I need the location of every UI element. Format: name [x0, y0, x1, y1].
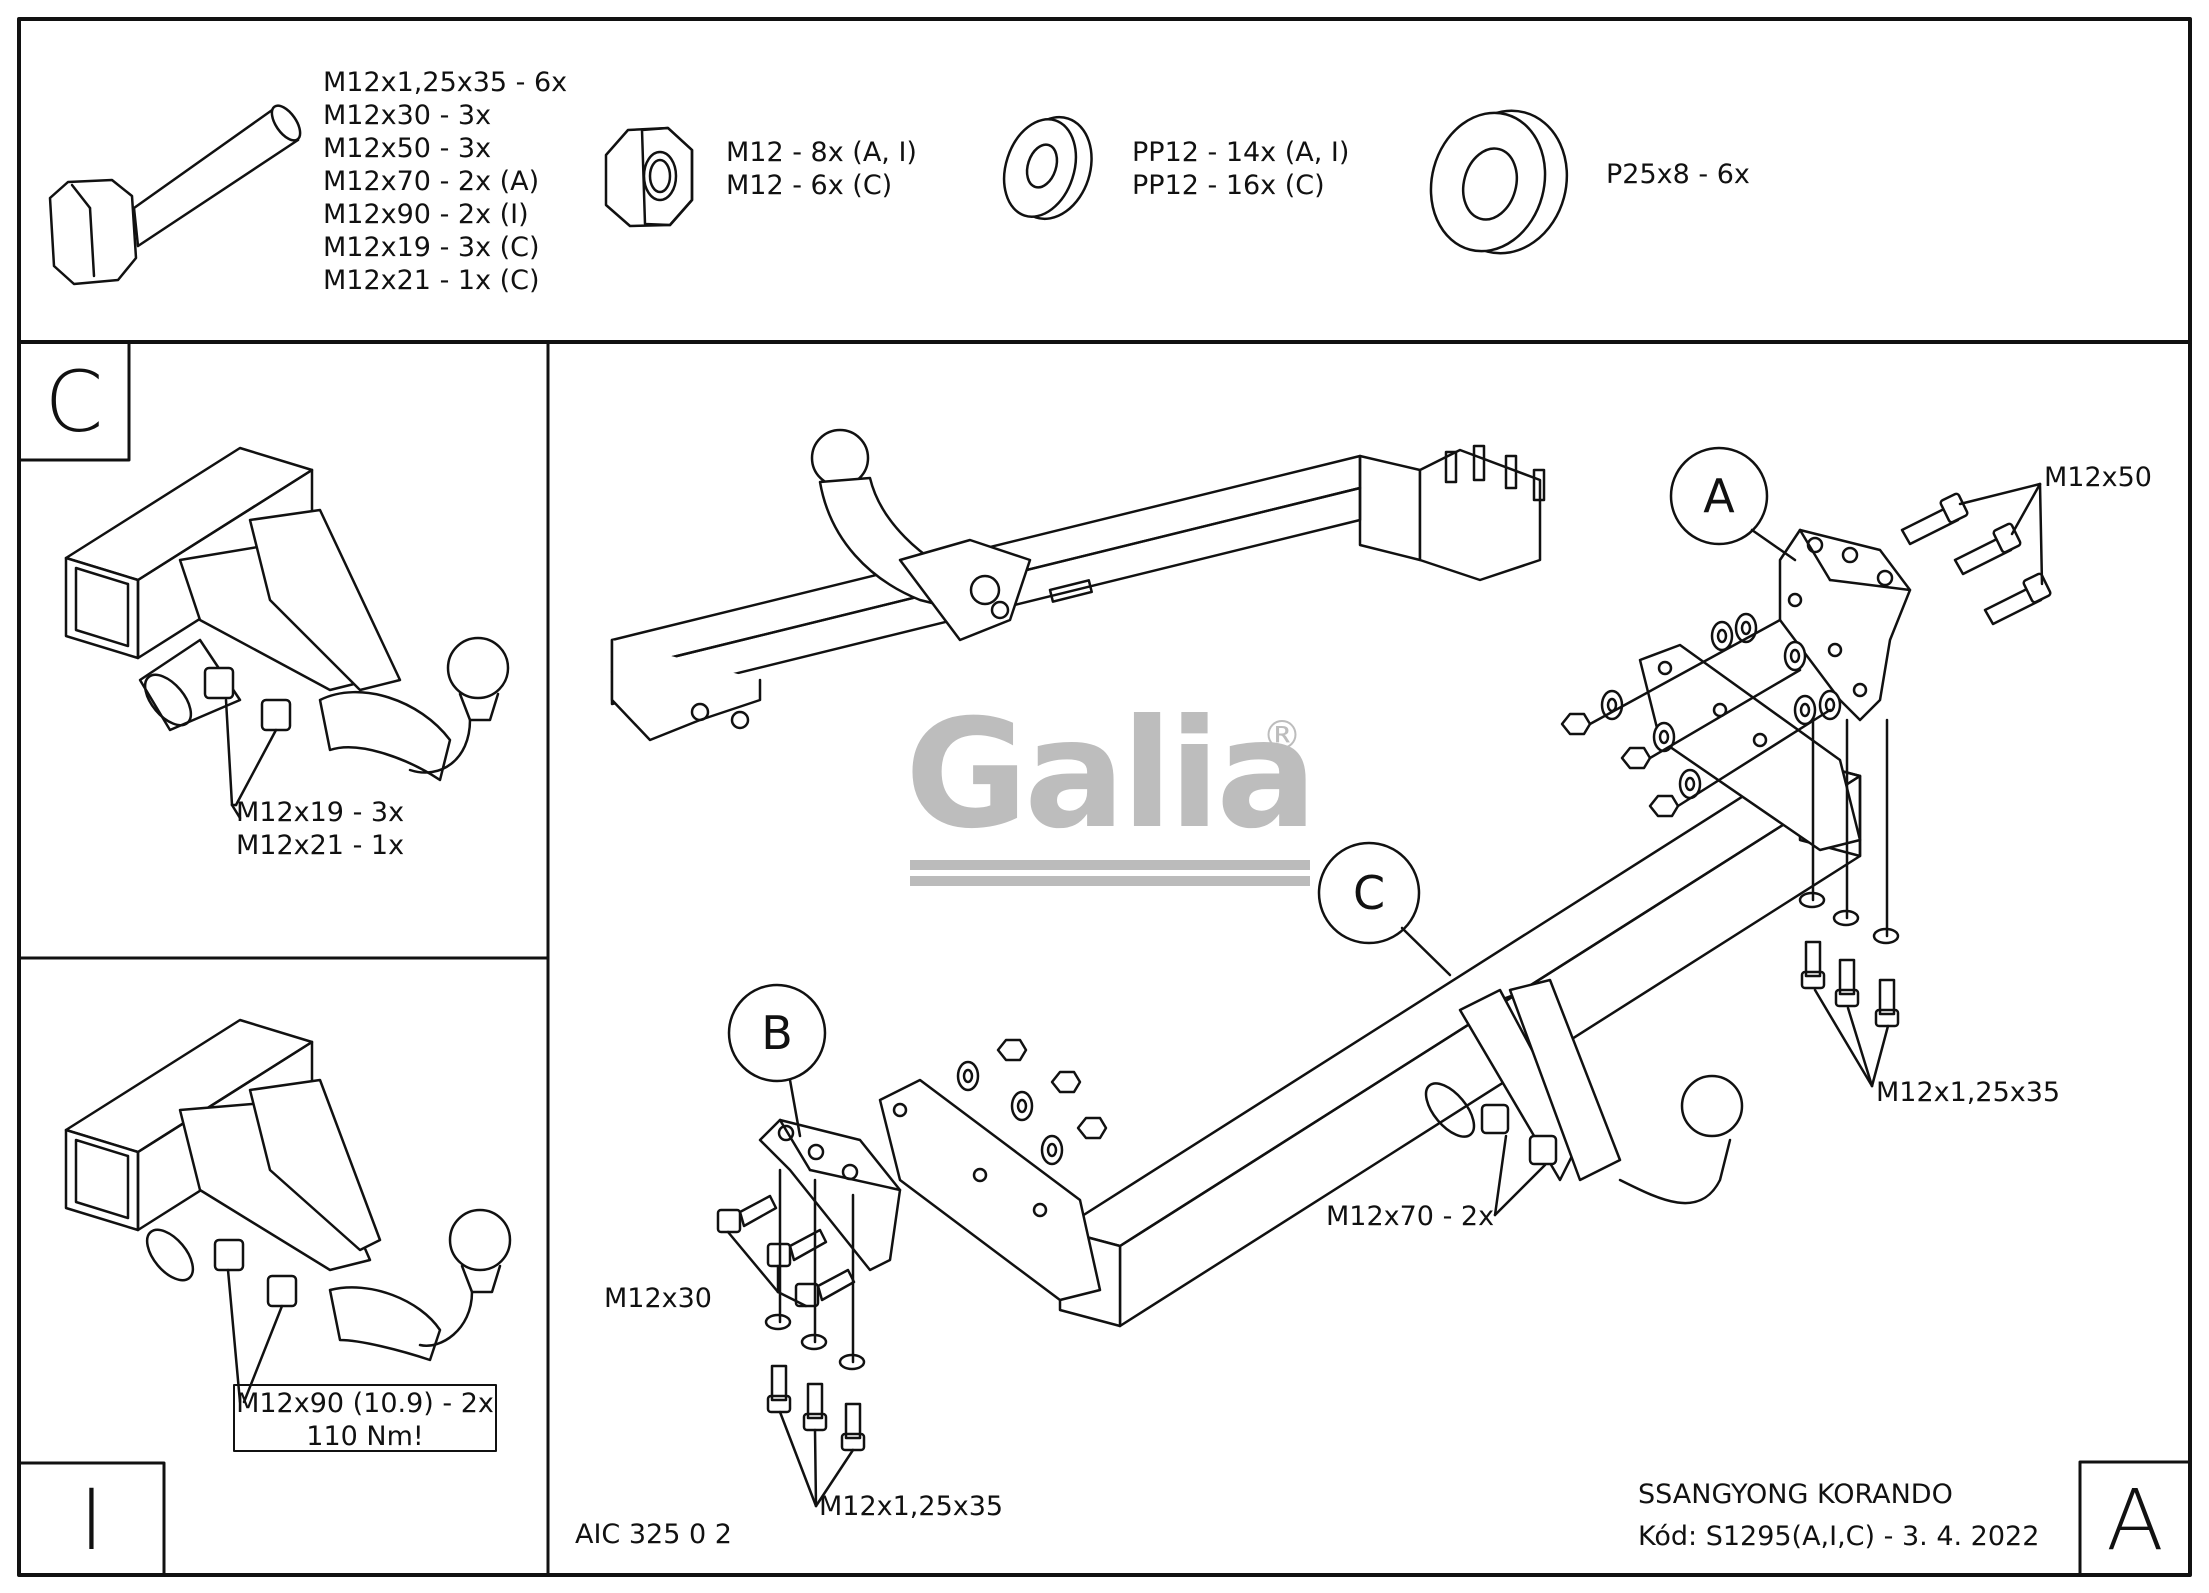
bolts-m12x50: [1900, 482, 2052, 626]
nut-list: M12 - 8x (A, I) M12 - 6x (C): [726, 136, 917, 202]
callout-c-label: C: [1352, 866, 1386, 920]
corner-label-a: A: [2106, 1471, 2164, 1569]
callout-a-label: A: [1703, 469, 1735, 523]
corner-box-a: [2078, 1460, 2192, 1577]
bolts-below-a: [1798, 718, 1900, 1088]
torque-box-text: M12x90 (10.9) - 2x 110 Nm!: [236, 1387, 494, 1453]
bracket-b: [758, 1118, 902, 1272]
panel-c-bolt-label: M12x19 - 3x: [236, 797, 405, 828]
label-m12x70: M12x70 - 2x: [1326, 1201, 1495, 1232]
bolt-list-item: M12x19 - 3x (C): [323, 232, 540, 263]
callout-a-circle: [1669, 446, 1769, 546]
callout-b-label: B: [761, 1006, 793, 1060]
registered-mark: ®: [1262, 713, 1302, 759]
corner-box-i: [17, 1461, 166, 1577]
corner-box-c: [17, 340, 131, 462]
panel-c-bolt-labels: M12x19 - 3x M12x21 - 1x: [236, 796, 404, 862]
outer-frame: [17, 17, 2192, 1577]
galia-logo-text: Galia: [905, 688, 1317, 862]
vehicle-name: SSANGYONG KORANDO: [1638, 1479, 1953, 1510]
bracket-a: [1778, 528, 1912, 722]
torque-box-line: M12x90 (10.9) - 2x: [236, 1388, 494, 1419]
bolt-list-item: M12x1,25x35 - 6x: [323, 67, 568, 98]
nut-icon: [604, 126, 694, 228]
bolt-list-item: M12x30 - 3x: [323, 100, 492, 131]
spacer-label: P25x8 - 6x: [1606, 159, 1750, 190]
washer-list-item: PP12 - 14x (A, I): [1132, 137, 1350, 168]
nut-list-item: M12 - 6x (C): [726, 170, 893, 201]
washer-icon: [1002, 115, 1093, 221]
corner-label-c: C: [44, 353, 104, 451]
label-m12x1-bottom: M12x1,25x35: [819, 1491, 1004, 1522]
washer-list-item: PP12 - 16x (C): [1132, 170, 1325, 201]
hardware-b: [716, 1038, 1108, 1508]
bolt-list-item: M12x21 - 1x (C): [323, 265, 540, 296]
hardware-a: [1560, 612, 1842, 818]
panel-c-drawing: [64, 446, 510, 807]
exploded-beam: [878, 643, 1862, 1328]
washer-list: PP12 - 14x (A, I) PP12 - 16x (C): [1132, 136, 1349, 202]
code-line: Kód: S1295(A,I,C) - 3. 4. 2022: [1638, 1521, 2040, 1552]
installed-beam: [610, 428, 1546, 742]
bolt-list: M12x1,25x35 - 6x M12x30 - 3x M12x50 - 3x…: [323, 66, 567, 297]
bolt-list-item: M12x90 - 2x (I): [323, 199, 529, 230]
galia-logo: Galia: [905, 700, 1317, 850]
callout-c-circle: [1317, 841, 1421, 945]
label-m12x30: M12x30: [604, 1283, 712, 1314]
panel-c-bolt-label: M12x21 - 1x: [236, 830, 405, 861]
torque-box-line: 110 Nm!: [306, 1421, 424, 1452]
corner-label-i: I: [79, 1471, 104, 1569]
drawing-code: AIC 325 0 2: [575, 1519, 732, 1550]
nut-list-item: M12 - 8x (A, I): [726, 137, 917, 168]
bolt-icon: [48, 104, 302, 286]
torque-box-frame: [233, 1384, 497, 1452]
bolt-list-item: M12x70 - 2x (A): [323, 166, 540, 197]
logo-bar: [910, 860, 1310, 870]
label-m12x1-right: M12x1,25x35: [1876, 1077, 2061, 1108]
panel-i-drawing: [64, 1018, 512, 1404]
bolt-list-item: M12x50 - 3x: [323, 133, 492, 164]
callout-b-circle: [727, 983, 827, 1083]
label-m12x50: M12x50: [2044, 462, 2152, 493]
spacer-icon: [1429, 109, 1569, 255]
